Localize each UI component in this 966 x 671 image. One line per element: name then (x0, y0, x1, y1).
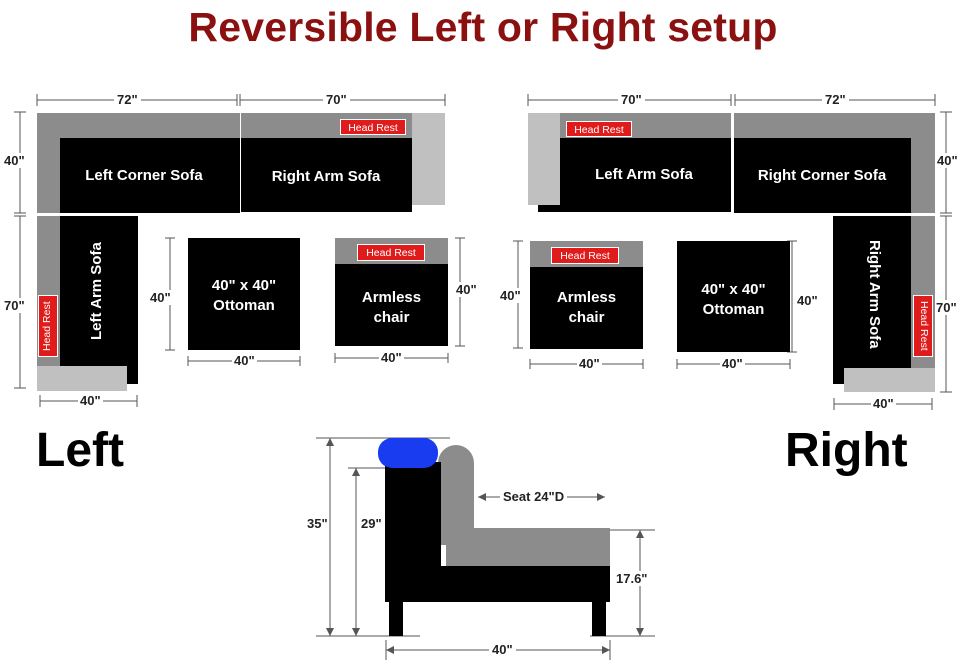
dim-40-ottoman-vertical: 40" (150, 290, 171, 305)
dim-70-right-vertical: 70" (936, 300, 957, 315)
dim-40-armless-r-horizontal: 40" (577, 356, 602, 371)
leg-back (592, 602, 606, 636)
armless-chair-seat (335, 264, 448, 346)
left-arm-sofa-seat (60, 216, 138, 384)
ottoman-label: Ottoman (213, 297, 275, 314)
head-rest-badge-vertical: Head Rest (38, 295, 58, 357)
seat-cushion (446, 528, 610, 568)
dim-72-left: 72" (114, 92, 141, 107)
armless-chair-label-2: chair (373, 309, 410, 326)
left-arm-sofa-arm-overlay (528, 113, 560, 205)
ottoman-label-r: Ottoman (702, 301, 765, 318)
seat-depth-label: Seat 24"D (500, 489, 568, 504)
ottoman-size-label-r: 40" x 40" (701, 281, 766, 298)
dim-40-side: 40" (489, 642, 516, 657)
right-label: Right (785, 424, 908, 477)
frame-base (385, 566, 610, 602)
right-arm-sofa-label-r: Right Arm Sofa (866, 240, 883, 349)
left-arm-sofa-seat-r (538, 138, 731, 212)
left-corner-sofa-seat (60, 138, 240, 213)
right-arm-sofa-label: Right Arm Sofa (271, 168, 381, 185)
dim-40-armless-r-vertical: 40" (500, 288, 521, 303)
ottoman (188, 238, 300, 350)
left-arm-sofa-arm (37, 366, 127, 391)
dim-72-right: 72" (822, 92, 849, 107)
armless-chair-seat-r (530, 267, 643, 349)
ottoman-r (677, 241, 790, 352)
dim-40-ottoman-horizontal: 40" (232, 353, 257, 368)
dim-40-left-arm: 40" (78, 393, 103, 408)
left-label: Left (36, 424, 124, 477)
right-arm-sofa-seat-r (833, 216, 911, 384)
dim-40-ottoman-r-vertical: 40" (797, 293, 818, 308)
armless-chair-label-2-r: chair (568, 309, 605, 326)
dim-29: 29" (361, 516, 382, 531)
right-corner-sofa-seat (734, 138, 911, 213)
right-arm-sofa-arm-r (844, 368, 935, 392)
ottoman-size-label: 40" x 40" (211, 277, 277, 294)
head-rest-badge: Head Rest (566, 121, 632, 137)
left-arm-sofa-label-r: Left Arm Sofa (595, 166, 693, 183)
dim-70-left-vertical: 70" (4, 298, 25, 313)
dim-40-right-vertical: 40" (937, 153, 958, 168)
leg-front (389, 602, 403, 636)
headrest-cushion (378, 438, 438, 468)
page-title: Reversible Left or Right setup (188, 4, 778, 50)
dim-70-right: 70" (618, 92, 645, 107)
right-arm-sofa-seat (241, 138, 412, 212)
right-corner-sofa-label: Right Corner Sofa (757, 167, 887, 184)
left-arm-sofa-label: Left Arm Sofa (88, 242, 105, 340)
armless-chair-label-1-r: Armless (556, 289, 617, 306)
head-rest-badge-vertical: Head Rest (913, 295, 933, 357)
dim-40-armless-horizontal: 40" (379, 350, 404, 365)
dim-40-ottoman-r-horizontal: 40" (720, 356, 745, 371)
head-rest-badge: Head Rest (340, 119, 406, 135)
head-rest-badge: Head Rest (551, 247, 619, 264)
dim-40-right-arm: 40" (871, 396, 896, 411)
dim-40-armless-vertical: 40" (456, 282, 477, 297)
dim-17-6: 17.6" (616, 571, 648, 586)
left-corner-sofa-label: Left Corner Sofa (85, 167, 203, 184)
head-rest-badge: Head Rest (357, 244, 425, 261)
dim-35: 35" (307, 516, 328, 531)
dim-40-left-vertical: 40" (4, 153, 25, 168)
right-arm-sofa-arm (412, 113, 445, 205)
dim-70-left: 70" (323, 92, 350, 107)
armless-chair-label-1: Armless (361, 289, 422, 306)
